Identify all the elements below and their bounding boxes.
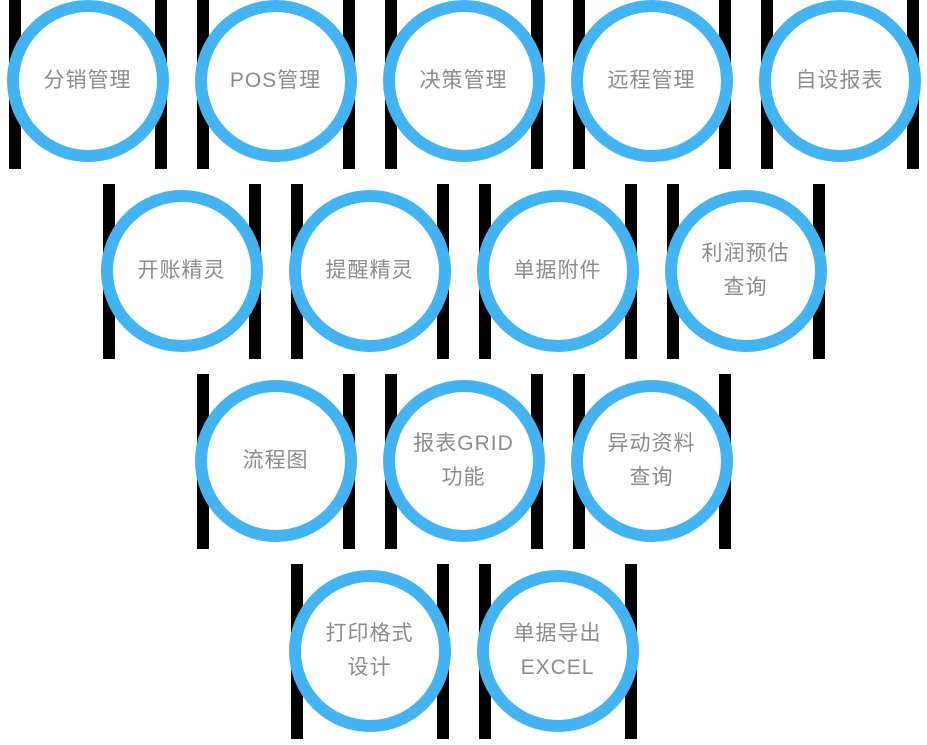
feature-circle-flow-chart: 流程图: [194, 380, 357, 542]
feature-item-account-opening-wizard: 开账精灵: [100, 184, 264, 359]
feature-item-decision-management: 决策管理: [382, 0, 546, 169]
feature-item-reminder-wizard: 提醒精灵: [288, 184, 452, 359]
feature-row-4: 打印格式设计 单据导出 EXCEL: [0, 564, 927, 739]
feature-circle-document-attachments: 单据附件: [476, 190, 639, 352]
feature-circle-custom-reports: 自设报表: [758, 0, 921, 162]
feature-circle-account-opening-wizard: 开账精灵: [100, 190, 263, 352]
feature-circle-change-data-query: 异动资料查询: [570, 380, 733, 542]
feature-label: 提醒精灵: [325, 259, 414, 282]
feature-label: 单据导出: [513, 622, 602, 645]
feature-label: 查询: [629, 466, 674, 489]
feature-item-distribution-management: 分销管理: [6, 0, 170, 169]
feature-label: 查询: [723, 276, 768, 299]
feature-circle-print-format-design: 打印格式设计: [288, 570, 451, 732]
feature-label: 利润预估: [701, 242, 790, 265]
feature-row-1: 分销管理 POS管理 决策管理 远程管理 自设报表: [0, 0, 927, 169]
feature-item-pos-management: POS管理: [194, 0, 358, 169]
feature-label: 打印格式: [325, 622, 414, 645]
feature-circle-document-export-excel: 单据导出 EXCEL: [476, 570, 639, 732]
feature-row-3: 流程图 报表GRID 功能 异动资料查询: [0, 374, 927, 549]
feature-item-remote-management: 远程管理: [570, 0, 734, 169]
feature-item-document-attachments: 单据附件: [476, 184, 640, 359]
feature-item-document-export-excel: 单据导出 EXCEL: [476, 564, 640, 739]
feature-label: 流程图: [242, 449, 309, 472]
feature-circle-profit-forecast-query: 利润预估查询: [664, 190, 827, 352]
feature-circle-decision-management: 决策管理: [382, 0, 545, 162]
feature-label: 报表GRID: [413, 432, 514, 455]
feature-item-report-grid-function: 报表GRID 功能: [382, 374, 546, 549]
feature-label: 自设报表: [795, 69, 884, 92]
feature-circle-pos-management: POS管理: [194, 0, 357, 162]
feature-label: 决策管理: [419, 69, 508, 92]
feature-label: POS管理: [229, 69, 322, 92]
feature-label: 设计: [347, 656, 392, 679]
feature-circle-distribution-management: 分销管理: [6, 0, 169, 162]
feature-label: 分销管理: [43, 69, 132, 92]
feature-circle-report-grid-function: 报表GRID 功能: [382, 380, 545, 542]
feature-label: 功能: [441, 466, 486, 489]
feature-label: 单据附件: [513, 259, 602, 282]
feature-item-profit-forecast-query: 利润预估查询: [664, 184, 828, 359]
feature-item-custom-reports: 自设报表: [758, 0, 922, 169]
feature-circle-remote-management: 远程管理: [570, 0, 733, 162]
feature-item-change-data-query: 异动资料查询: [570, 374, 734, 549]
feature-label: 异动资料: [607, 432, 696, 455]
feature-item-print-format-design: 打印格式设计: [288, 564, 452, 739]
feature-label: 远程管理: [607, 69, 696, 92]
feature-circle-reminder-wizard: 提醒精灵: [288, 190, 451, 352]
feature-row-2: 开账精灵 提醒精灵 单据附件 利润预估查询: [0, 184, 927, 359]
feature-label: EXCEL: [520, 656, 595, 679]
feature-label: 开账精灵: [137, 259, 226, 282]
feature-item-flow-chart: 流程图: [194, 374, 358, 549]
